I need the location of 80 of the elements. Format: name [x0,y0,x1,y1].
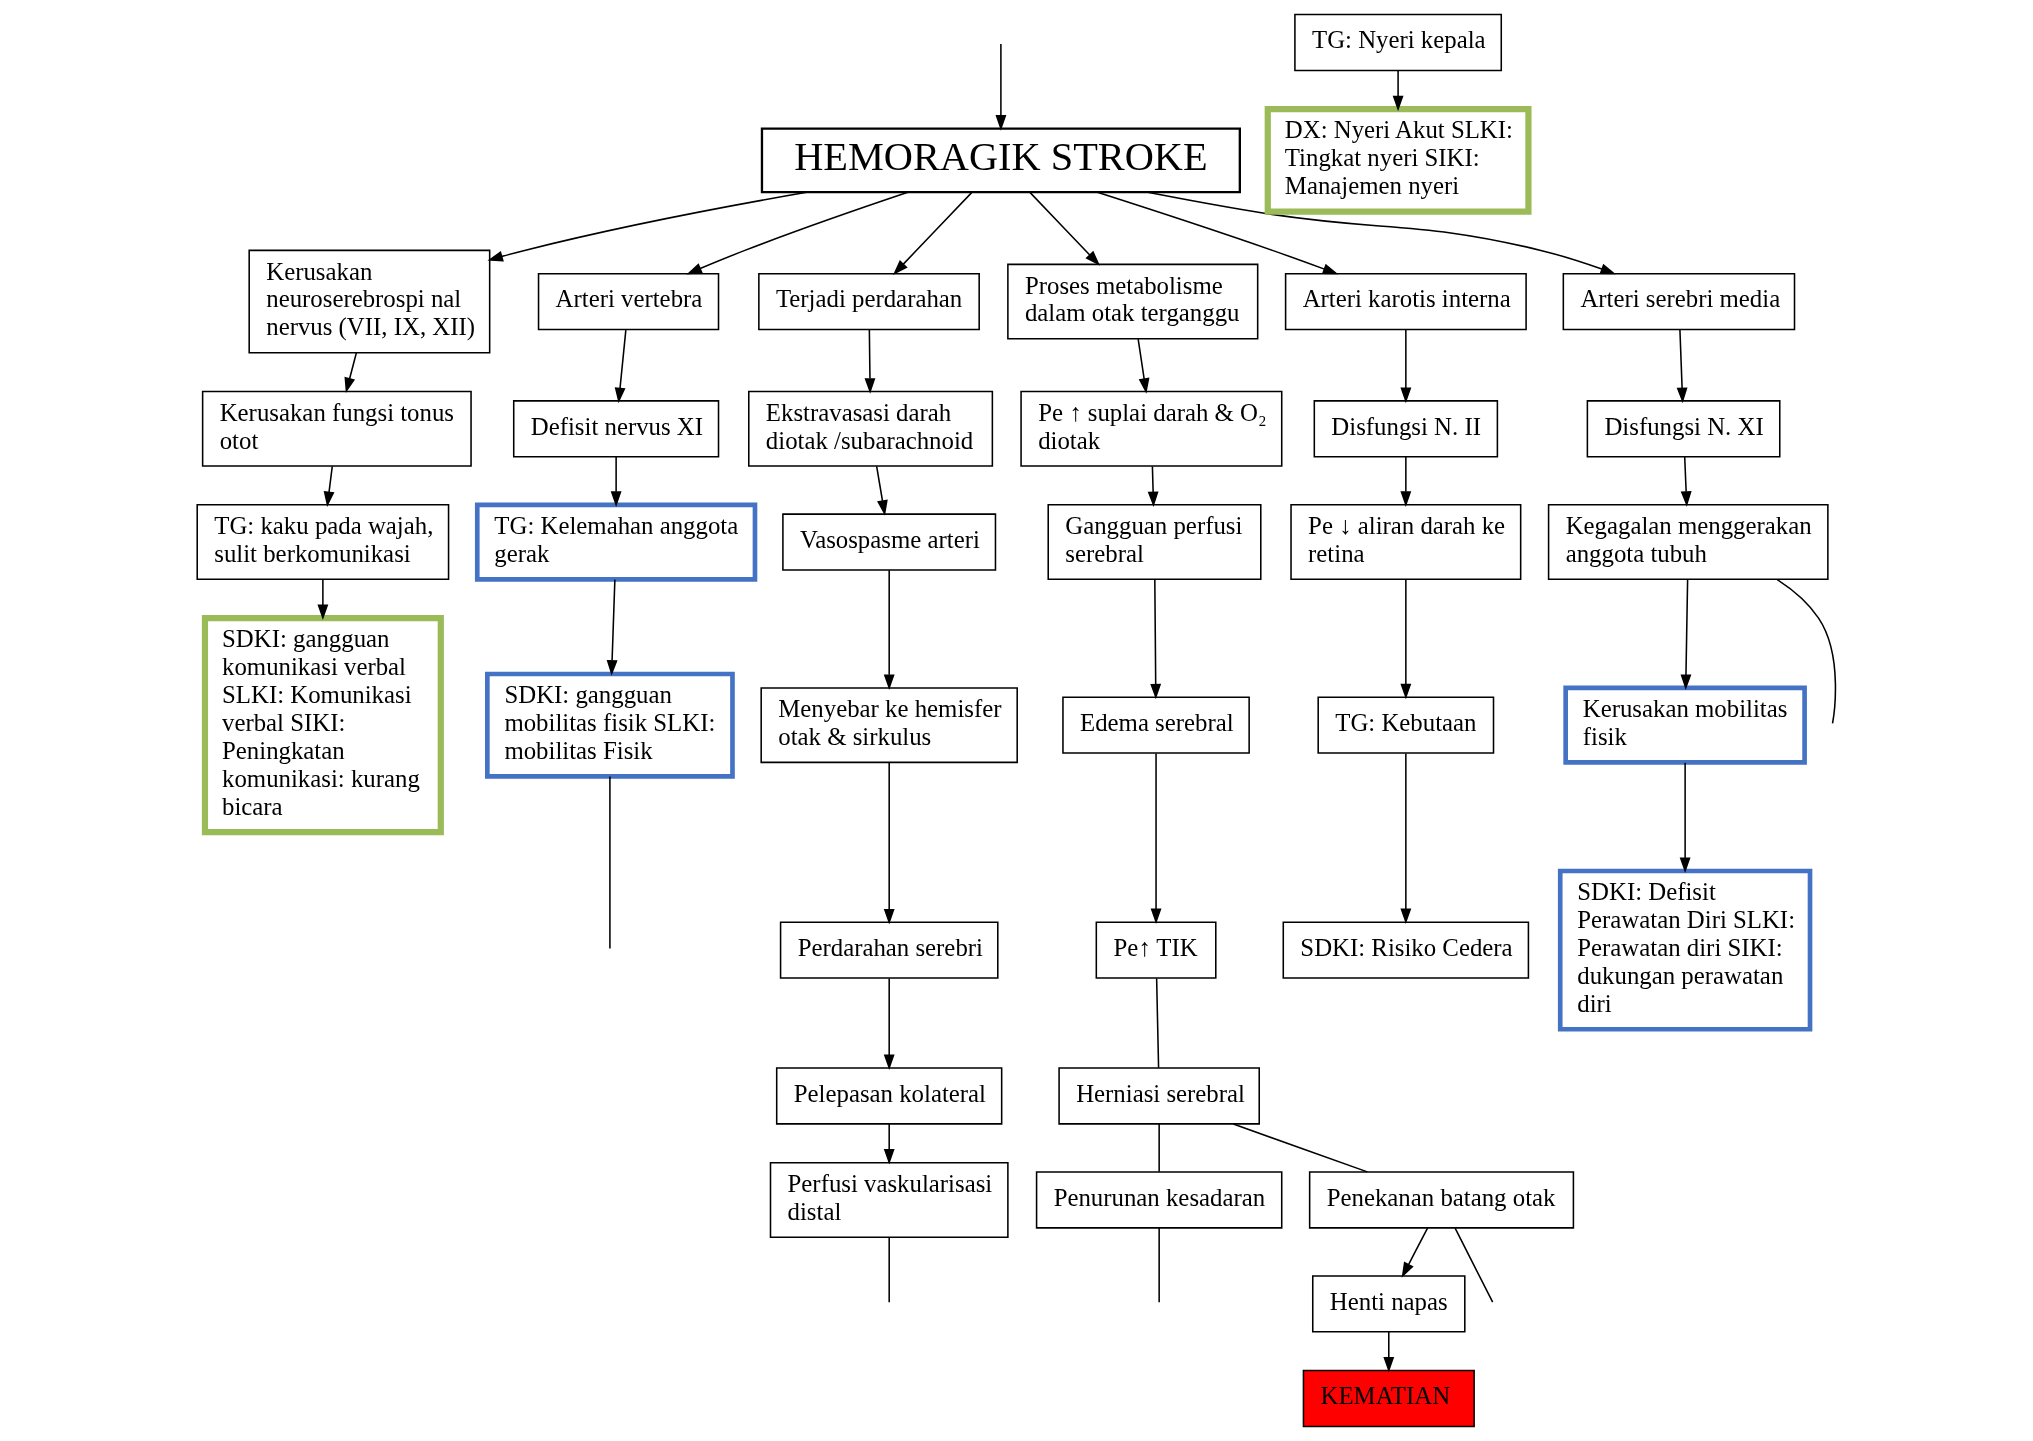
arrow [487,191,808,262]
node-box: SDKI: gangguan komunikasi verbal SLKI: Komunikasi verbal SIKI: Peningkatan komunikasi: kurang bicara [201,615,444,836]
node-box: Arteri serebri media [1562,272,1796,331]
arrow [614,329,627,404]
arrow [323,465,335,508]
node-box: Gangguan perfusi serebral [1047,504,1262,581]
arrow [686,191,909,275]
node-box: Terjadi perdarahan [758,272,980,331]
arrow [883,977,895,1071]
arrow [1676,329,1688,404]
node-box: Penekanan batang otak [1308,1171,1575,1229]
node-box: Disfungsi N. II [1313,400,1499,458]
connector [1155,977,1160,1069]
arrow [1146,191,1616,275]
connector [1454,1227,1494,1303]
node-box: Pe ↑ suplai darah & O₂ diotak [1020,390,1283,467]
node-box: Disfungsi N. XI [1586,400,1781,458]
node-box: Edema serebral [1062,696,1250,754]
arrow [1401,1227,1429,1278]
arrow [883,1123,895,1165]
arrow [1096,191,1339,275]
node-box: TG: Kelemahan anggota gerak [474,502,758,582]
arrow [606,578,618,676]
node-box: Pelepasan kolateral [775,1067,1003,1125]
node-box: Pe ↓ aliran darah ke retina [1290,504,1522,581]
node-box: Penurunan kesadaran [1035,1171,1283,1229]
arrow [1147,465,1159,508]
connector [1776,578,1837,725]
arrow [1400,578,1412,700]
arrow [1029,191,1101,266]
node-box: TG: kaku pada wajah, sulit berkomunikasi [196,504,450,581]
node-box: Arteri vertebra [537,272,720,331]
node-box: SDKI: Risiko Cedera [1282,921,1530,979]
node-box: TG: Kebutaan [1317,696,1495,754]
arrow [344,352,358,394]
arrow [1680,456,1692,507]
node-box: SDKI: gangguan mobilitas fisik SLKI: mobilitas Fisik [485,671,735,779]
arrow [995,43,1007,131]
connector [609,775,611,950]
arrow [1150,578,1162,700]
node-box: Defisit nervus XI [512,400,720,458]
node-box: Ekstravasasi darah diotak /subarachnoid [748,390,994,467]
node-box: TG: Nyeri kepala [1294,13,1503,72]
arrow [1679,762,1691,873]
node-box: Proses metabolisme dalam otak terganggu [1007,263,1259,340]
node-box: Perdarahan serebri [779,921,999,979]
arrow [875,465,888,516]
node-box: KEMATIAN [1302,1369,1475,1428]
node-box: Kerusakan neuroserebrospi nal nervus (VII, IX, XII) [248,249,491,354]
arrow [883,569,895,690]
arrow [1400,456,1412,507]
node-box: Pe↑ TIK [1095,921,1217,979]
arrow [1392,69,1404,112]
arrow [317,578,329,620]
arrow [1400,329,1412,404]
node-box: Kerusakan fungsi tonus otot [201,390,472,467]
node-box: DX: Nyeri Akut SLKI: Tingkat nyeri SIKI: Manajemen nyeri [1264,106,1532,215]
arrow [610,456,622,507]
node-box: Arteri karotis interna [1284,272,1527,331]
connector [1158,1123,1160,1173]
connector [888,1236,890,1303]
arrow [1137,338,1150,394]
connector [1158,1227,1160,1303]
node-box: Henti napas [1312,1275,1466,1333]
arrow [864,329,876,394]
arrow [893,191,973,275]
node-box: SDKI: Defisit Perawatan Diri SLKI: Perawatan diri SIKI: dukungan perawatan diri [1557,868,1813,1032]
connector [1232,1123,1369,1173]
node-box: Perfusi vaskularisasi distal [769,1161,1009,1238]
arrow [1150,752,1162,925]
arrow [883,762,895,925]
arrow [1400,752,1412,925]
node-box: Kerusakan mobilitas fisik [1563,685,1807,765]
arrow [1383,1331,1395,1373]
node-box: Herniasi serebral [1058,1067,1260,1125]
node-box: Vasospasme arteri [782,513,997,571]
node-box: Kegagalan menggerakan anggota tubuh [1547,504,1829,581]
node-box: HEMORAGIK STROKE [760,127,1241,194]
node-box: Menyebar ke hemisfer otak & sirkulus [760,687,1018,764]
arrow [1680,578,1692,690]
